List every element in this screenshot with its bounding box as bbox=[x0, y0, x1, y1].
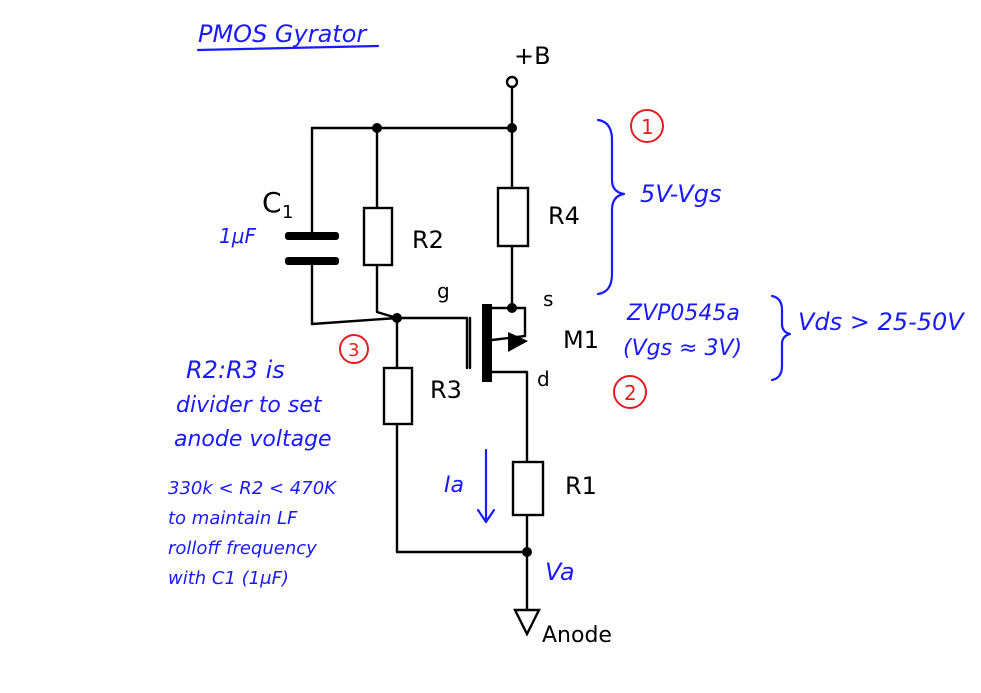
c1-subscript: 1 bbox=[282, 202, 293, 223]
brace-5v-vgs bbox=[596, 118, 626, 296]
mosfet-m1 bbox=[468, 304, 528, 382]
anode-label: Anode bbox=[542, 623, 612, 648]
marker-3 bbox=[339, 334, 369, 364]
r3-label: R3 bbox=[430, 376, 462, 404]
resistor-r3 bbox=[382, 366, 414, 426]
r1-label: R1 bbox=[565, 472, 597, 500]
marker-1-label: 1 bbox=[641, 115, 654, 139]
part-number: ZVP0545a bbox=[626, 301, 740, 326]
range-note-line-4: with C1 (1μF) bbox=[168, 568, 289, 589]
drain-label: d bbox=[537, 367, 550, 391]
divider-note-line-1: R2:R3 is bbox=[186, 356, 285, 384]
marker-3-label: 3 bbox=[348, 340, 359, 361]
divider-note-line-2: divider to set bbox=[176, 393, 323, 418]
junction-dots bbox=[372, 123, 532, 557]
resistor-r2 bbox=[362, 206, 394, 267]
c1-label: C bbox=[262, 186, 282, 219]
c1-value: 1μF bbox=[219, 224, 256, 248]
divider-note: R2:R3 is divider to set anode voltage bbox=[174, 356, 332, 452]
capacitor-c1 bbox=[285, 232, 339, 265]
range-note-line-1: 330k < R2 < 470K bbox=[168, 478, 337, 499]
title: PMOS Gyrator bbox=[198, 20, 368, 48]
divider-note-line-3: anode voltage bbox=[174, 427, 332, 452]
r2-label: R2 bbox=[412, 226, 444, 254]
vds-note: Vds > 25-50V bbox=[798, 308, 965, 336]
m1-label: M1 bbox=[563, 326, 599, 354]
title-underline bbox=[196, 44, 380, 52]
supply-terminal bbox=[505, 75, 519, 89]
anode-arrow-icon bbox=[513, 608, 541, 637]
range-note-line-3: rolloff frequency bbox=[168, 538, 317, 559]
r4-label: R4 bbox=[548, 202, 580, 230]
current-arrow-head-icon bbox=[476, 508, 496, 524]
note-5v-vgs: 5V-Vgs bbox=[640, 180, 721, 208]
range-note: 330k < R2 < 470K to maintain LF rolloff … bbox=[168, 478, 337, 589]
supply-label: +B bbox=[514, 42, 551, 70]
brace-vds bbox=[770, 294, 792, 382]
source-label: s bbox=[543, 287, 553, 311]
va-label: Va bbox=[545, 558, 575, 586]
range-note-line-2: to maintain LF bbox=[168, 508, 298, 529]
gate-label: g bbox=[437, 279, 450, 303]
marker-2-label: 2 bbox=[624, 381, 637, 405]
current-label: Ia bbox=[444, 473, 464, 498]
marker-2 bbox=[613, 375, 647, 409]
wires bbox=[310, 85, 529, 612]
resistor-r1 bbox=[511, 460, 545, 517]
marker-1 bbox=[630, 109, 664, 143]
resistor-r4 bbox=[496, 186, 530, 248]
vgs-note: (Vgs ≈ 3V) bbox=[623, 336, 742, 361]
